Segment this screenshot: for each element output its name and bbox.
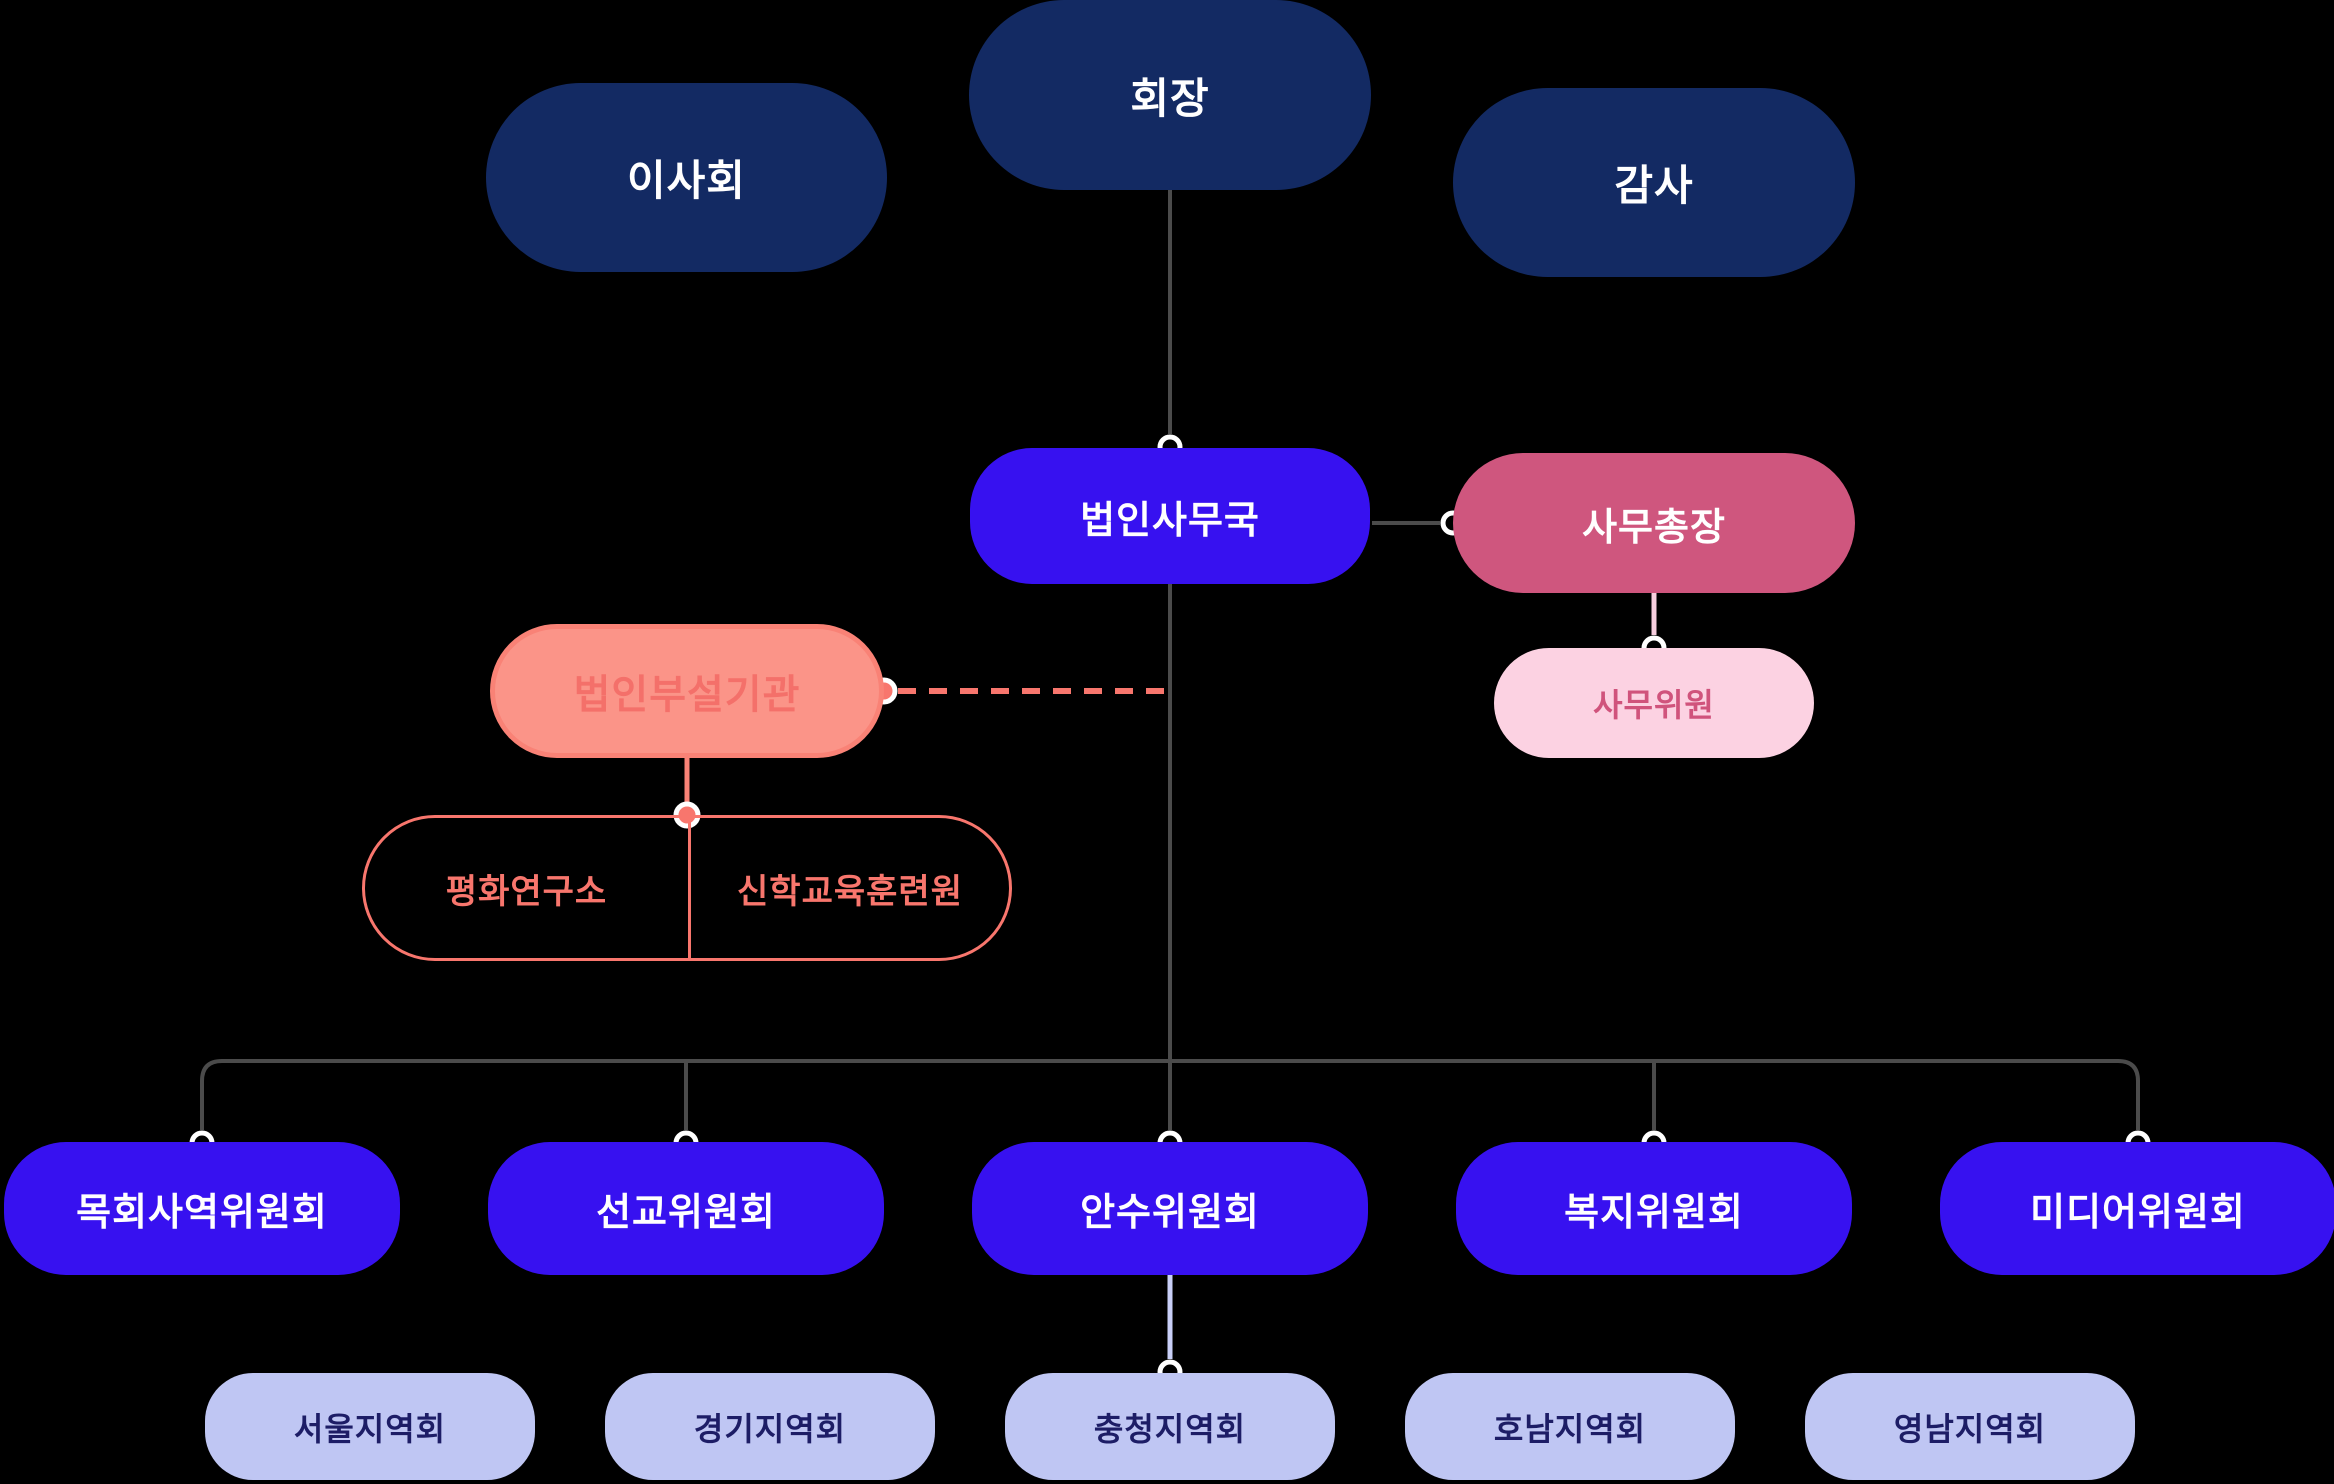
node-committee-welfare: 복지위원회 xyxy=(1456,1142,1852,1275)
node-theology-training-center: 신학교육훈련원 xyxy=(737,872,963,911)
node-auditor: 감사 xyxy=(1453,88,1855,277)
node-region-gyeonggi: 경기지역회 xyxy=(605,1373,935,1480)
affiliated-children-box: 평화연구소 신학교육훈련원 xyxy=(362,815,1012,961)
node-corporate-office: 법인사무국 xyxy=(970,448,1370,584)
node-chairman: 회장 xyxy=(969,0,1371,190)
node-committee-ordination: 안수위원회 xyxy=(972,1142,1368,1275)
node-region-chungcheong: 충청지역회 xyxy=(1005,1373,1335,1480)
node-office-committee: 사무위원 xyxy=(1494,648,1814,758)
node-committee-media: 미디어위원회 xyxy=(1940,1142,2334,1275)
node-region-seoul: 서울지역회 xyxy=(205,1373,535,1480)
node-committee-mission: 선교위원회 xyxy=(488,1142,884,1275)
node-committee-pastoral: 목회사역위원회 xyxy=(4,1142,400,1275)
node-peace-institute: 평화연구소 xyxy=(445,872,608,911)
node-region-yeongnam: 영남지역회 xyxy=(1805,1373,2135,1480)
node-board: 이사회 xyxy=(486,83,887,272)
affiliated-box-divider xyxy=(688,818,691,958)
connector-branch xyxy=(200,1059,2140,1130)
node-region-honam: 호남지역회 xyxy=(1405,1373,1735,1480)
node-affiliated-org: 법인부설기관 xyxy=(490,624,884,758)
node-secretary-general: 사무총장 xyxy=(1453,453,1855,593)
